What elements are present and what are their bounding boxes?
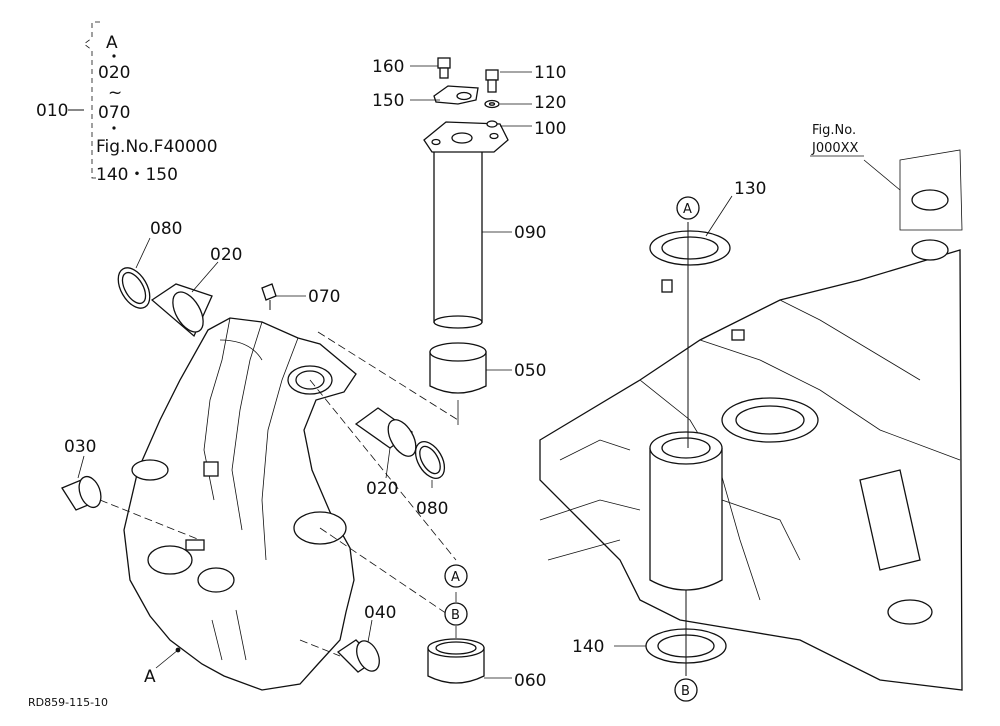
callout-130: 130 [734,179,766,199]
leader-lines [77,65,901,679]
bushing-040 [336,639,380,673]
callout-080-top: 080 [150,219,182,239]
plate-150 [433,85,479,105]
callout-labels: 160 150 110 120 100 090 080 020 070 050 … [64,57,766,691]
marker-B-frame: B [674,678,698,702]
main-frame [539,149,963,691]
legend-line-2: 020 [98,63,130,83]
seal-080-top [117,267,151,309]
swing-bracket [123,317,357,691]
bushing-020-right [354,407,417,457]
callout-160: 160 [372,57,404,77]
callout-110: 110 [534,63,566,83]
bushing-060 [427,638,485,684]
bushing-050 [429,342,487,394]
washer-100 [486,120,498,128]
bushing-030 [61,475,102,511]
svg-text:B: B [681,684,690,699]
marker-A-center: A [444,564,468,588]
legend-line-4: 070 [98,103,130,123]
legend-parent-label: 010 [36,101,68,121]
fig-ref-number: J000XX [811,141,859,156]
legend-line-3: ~ [108,83,122,103]
callout-040: 040 [364,603,396,623]
callout-060: 060 [514,671,546,691]
callout-120: 120 [534,93,566,113]
callout-030: 030 [64,437,96,457]
bolt-160 [437,57,451,79]
legend-line-6: 140・150 [96,165,178,185]
seal-080-right [414,441,446,479]
washer-120 [484,99,500,109]
svg-text:A: A [683,202,692,217]
shim-130 [649,230,731,266]
callout-080-right: 080 [416,499,448,519]
svg-text:A: A [144,667,156,687]
callout-020-top: 020 [210,245,242,265]
grease-fitting-070 [261,283,277,310]
svg-text:A: A [451,570,460,585]
pin-090 [423,121,509,329]
marker-A-frame: A [676,196,700,220]
marker-A-bracket: A [144,647,181,687]
callout-070: 070 [308,287,340,307]
legend-line-5: Fig.No.F40000 [96,137,218,157]
bushing-020-top [150,283,213,338]
legend-bracket: 010 A 020 ~ 070 Fig.No.F40000 140・150 [36,21,218,185]
callout-090: 090 [514,223,546,243]
fig-reference: Fig.No. J000XX [810,123,864,157]
callout-150: 150 [372,91,404,111]
fig-ref-label: Fig.No. [812,123,856,138]
legend-line-1: A [106,33,118,53]
marker-B-center: B [444,602,468,626]
drawing-code: RD859-115-10 [28,696,108,709]
callout-020-right: 020 [366,479,398,499]
callout-140: 140 [572,637,604,657]
bolt-110 [485,69,499,93]
callout-050: 050 [514,361,546,381]
frame-boss [649,431,801,591]
svg-text:B: B [451,608,460,623]
callout-100: 100 [534,119,566,139]
